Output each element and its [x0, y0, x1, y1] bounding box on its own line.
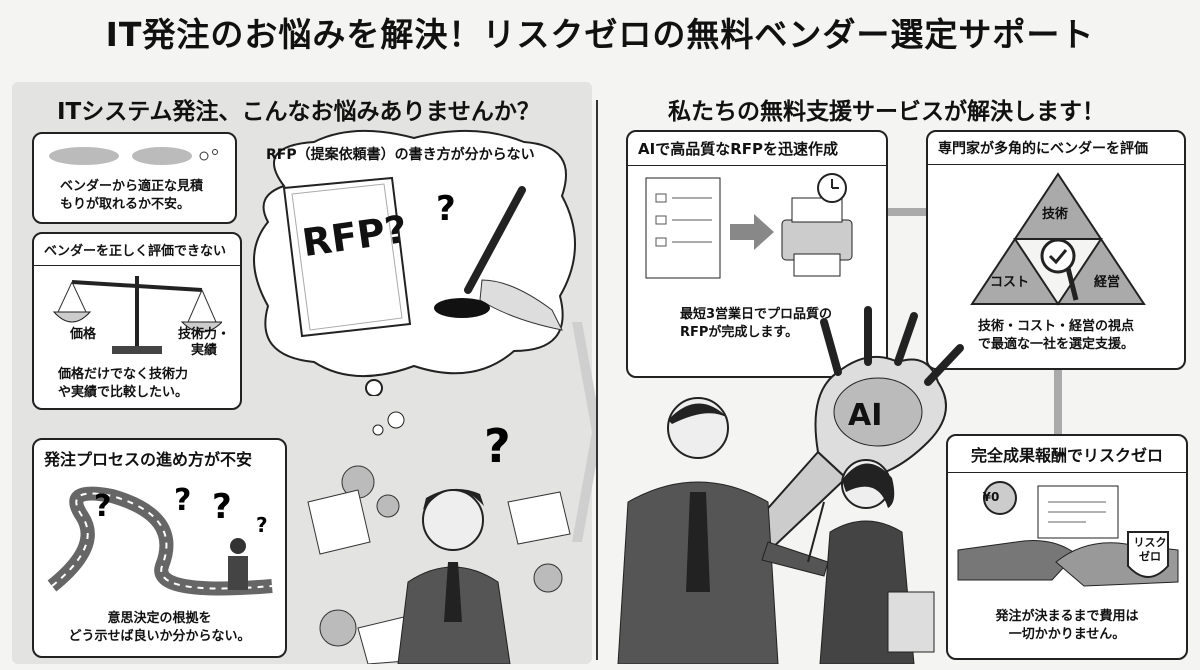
risk-zero-line1: 発注が決まるまで費用は [995, 609, 1139, 624]
risk-zero-shield-2: ゼロ [1139, 550, 1161, 563]
process-worry-line1: 意思決定の根拠を [107, 611, 212, 626]
estimate-worry-line2: もりが取れるか不安。 [60, 197, 191, 212]
problems-panel: ITシステム発注、こんなお悩みありませんか？ ベンダーから適正な見積 もりが取れ… [12, 82, 602, 664]
triangle-management-label: 経営 [1094, 275, 1121, 290]
worried-man-illustration: ? [307, 411, 571, 664]
vendor-evaluation-line1: 価格だけでなく技術力 [58, 367, 189, 382]
process-worry-card: 発注プロセスの進め方が不安 ? ? ? ? 意思決定の根拠を どう示せば良いか分… [32, 438, 287, 658]
svg-text:?: ? [212, 487, 232, 527]
ai-rfp-line2: RFPが完成します。 [680, 325, 799, 340]
rfp-worry-title: RFP（提案依頼書）の書き方が分からない [266, 147, 535, 163]
svg-text:?: ? [174, 483, 191, 518]
pen-hand-illustration: ? [434, 186, 563, 331]
vendor-evaluation-line2: や実績で比較したい。 [58, 385, 189, 400]
process-worry-line2: どう示せば良いか分からない。 [68, 629, 251, 644]
risk-zero-shield-1: リスク [1133, 536, 1167, 549]
scale-tech-label-1: 技術力・ [177, 327, 230, 342]
ai-rfp-title: AIで高品質なRFPを迅速作成 [628, 132, 886, 166]
handshake-illustration [957, 481, 1179, 587]
ai-rfp-line1: 最短3営業日でプロ品質の [680, 307, 833, 322]
risk-zero-card: 完全成果報酬でリスクゼロ ¥0 リスク ゼロ 発注が決まるまで費用は 一切かかり… [946, 434, 1188, 660]
scale-price-label: 価格 [70, 327, 97, 342]
expert-evaluation-card: 専門家が多角的にベンダーを評価 技術 コスト 経営 技術・コスト・経営の視点 で… [926, 130, 1186, 370]
estimate-worry-card: ベンダーから適正な見積 もりが取れるか不安。 [32, 132, 237, 224]
problems-heading: ITシステム発注、こんなお悩みありませんか？ [57, 99, 540, 125]
svg-text:?: ? [94, 489, 111, 524]
triangle-cost-label: コスト [990, 275, 1030, 290]
expert-evaluation-line1: 技術・コスト・経営の視点 [977, 319, 1134, 334]
risk-zero-line2: 一切かかりません。 [1008, 627, 1126, 642]
consultants-illustration [617, 397, 935, 664]
svg-text:?: ? [484, 419, 511, 473]
process-worry-title: 発注プロセスの進め方が不安 [44, 450, 253, 469]
expert-evaluation-line2: で最適な一社を選定支援。 [977, 337, 1134, 352]
connector-horizontal [888, 208, 926, 216]
rfp-paper-illustration [282, 176, 412, 338]
svg-text:?: ? [256, 513, 268, 537]
panel-divider [596, 100, 598, 660]
winding-road-illustration: ? ? ? ? [47, 483, 273, 596]
robot-arm-illustration [736, 306, 964, 552]
vendor-evaluation-title: ベンダーを正しく評価できない [34, 234, 240, 266]
page-title: IT発注のお悩みを解決！リスクゼロの無料ベンダー選定サポート [105, 15, 1095, 54]
ai-brain-label: AI [848, 398, 883, 433]
solutions-heading: 私たちの無料支援サービスが解決します！ [668, 99, 1105, 125]
estimate-worry-line1: ベンダーから適正な見積 [60, 179, 204, 194]
svg-text:?: ? [436, 189, 456, 229]
ai-rfp-card: AIで高品質なRFPを迅速作成 最短3営業日でプロ品質の RFPが完成します。 [626, 130, 888, 378]
risk-zero-title: 完全成果報酬でリスクゼロ [948, 436, 1186, 473]
scale-tech-label-2: 実績 [190, 343, 217, 358]
document-printer-illustration [645, 173, 853, 279]
connector-vertical [1054, 370, 1062, 434]
zero-yen-coin: ¥0 [982, 490, 1000, 504]
expert-evaluation-title: 専門家が多角的にベンダーを評価 [928, 132, 1184, 165]
scribble-icon [49, 147, 218, 165]
vendor-evaluation-card: ベンダーを正しく評価できない 価格 技術力・ 実績 価格だけでなく技術力 や実績… [32, 232, 242, 410]
evaluation-triangle-diagram [970, 172, 1146, 306]
solutions-panel: 私たちの無料支援サービスが解決します！ AIで高品質なRFPを迅速作成 最短3営… [598, 82, 1194, 664]
triangle-tech-label: 技術 [1042, 207, 1069, 222]
balance-scale-icon [52, 276, 222, 354]
